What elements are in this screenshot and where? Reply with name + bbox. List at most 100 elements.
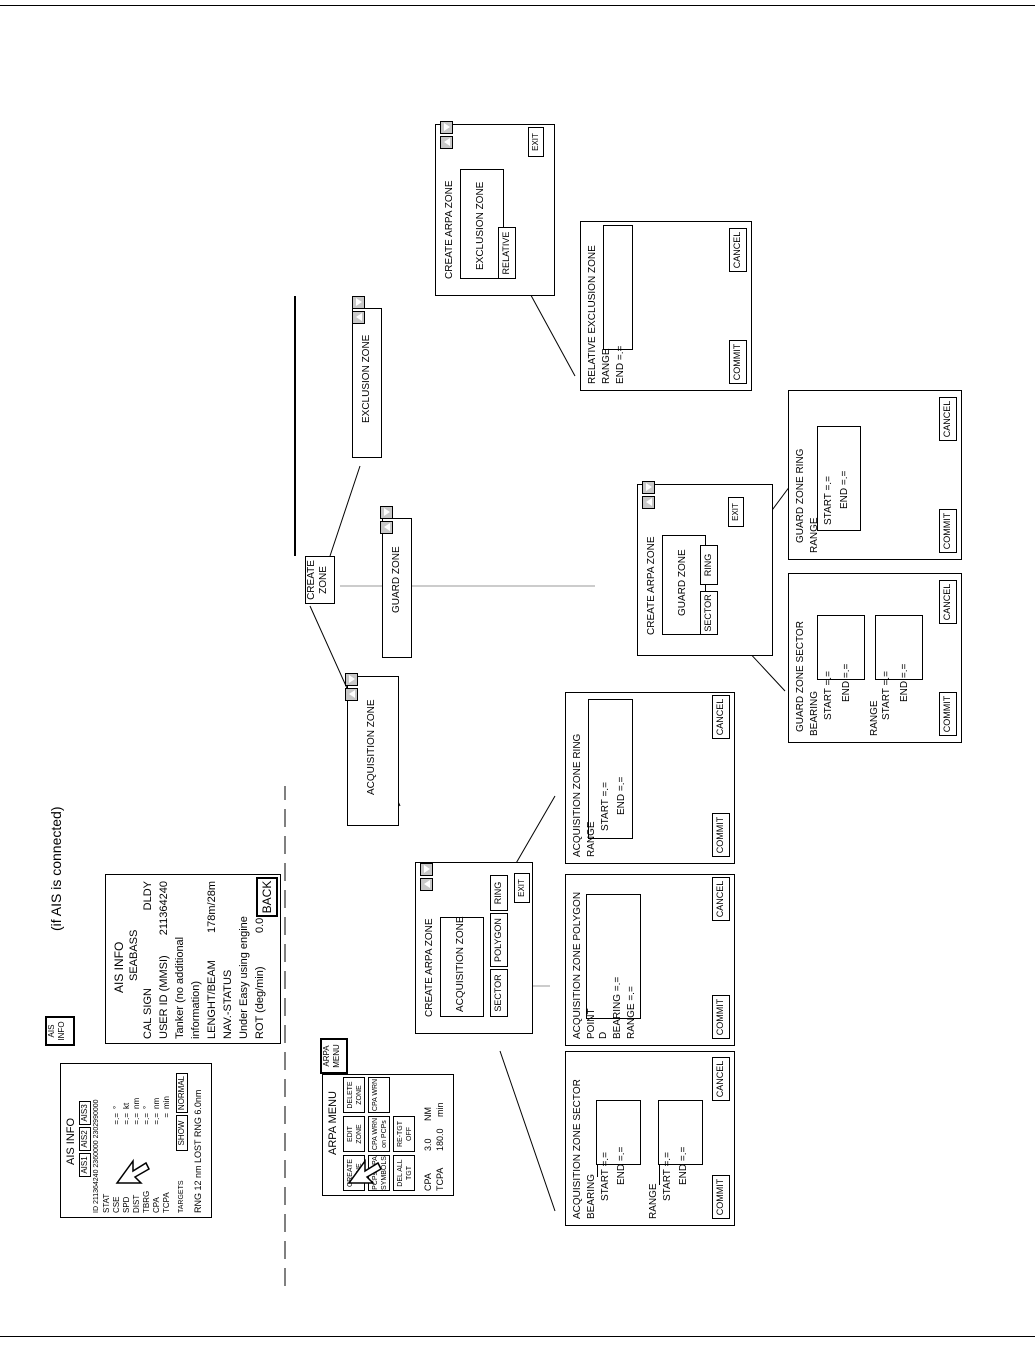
call-sign-label: CAL SIGN (142, 988, 154, 1039)
sector-button[interactable]: SECTOR (700, 591, 718, 635)
ais-row: TCPA=min (162, 1068, 172, 1213)
guard-sector-title: GUARD ZONE SECTOR (795, 621, 806, 732)
exit-button[interactable]: EXIT (514, 873, 530, 903)
create-acq-title: CREATE ARPA ZONE (424, 918, 435, 1017)
back-button[interactable]: BACK (256, 877, 278, 917)
down-arrow-icon[interactable] (420, 863, 433, 876)
ais-info-panel: AIS INFO AIS1 AIS2 AIS3 ID 211364240 236… (60, 1063, 212, 1218)
commit-button[interactable]: COMMIT (712, 1175, 730, 1219)
commit-button[interactable]: COMMIT (729, 340, 747, 384)
ais-row: DIST=.=nm (132, 1068, 142, 1213)
pointer-arrow-icon (347, 1158, 382, 1184)
guard-ring-title: GUARD ZONE RING (795, 448, 806, 543)
acq-sector-range: RANGE (648, 1183, 659, 1219)
ais-row: SPD=.=kt (122, 1068, 132, 1213)
down-arrow-icon[interactable] (380, 506, 393, 519)
up-arrow-icon[interactable] (380, 521, 393, 534)
relative-button[interactable]: RELATIVE (498, 227, 516, 279)
guard-zone-arrows (380, 506, 393, 534)
create-acq-arrows (420, 863, 433, 891)
cancel-button[interactable]: CANCEL (712, 1057, 730, 1101)
guard-ring-start: START =.= (823, 476, 834, 525)
connector-acq-sector (499, 1050, 556, 1212)
ais-row-value: =.= (152, 1113, 161, 1125)
acq-sector-end-bearing: END =.= (616, 1146, 627, 1185)
acq-polygon-range: RANGE =.= (626, 986, 637, 1039)
acq-polygon-d: D (598, 1031, 609, 1039)
cancel-button[interactable]: CANCEL (712, 695, 730, 739)
tab-ais1[interactable]: AIS1 (79, 1153, 91, 1177)
create-zone-node[interactable]: CREATE ZONE (305, 556, 335, 604)
ais-detail-title: AIS INFO (112, 941, 126, 993)
commit-button[interactable]: COMMIT (939, 509, 957, 553)
polygon-button[interactable]: POLYGON (490, 913, 508, 967)
ais-detail-panel: AIS INFO SEABASS CAL SIGN DLDY USER ID (… (105, 874, 281, 1044)
exit-button[interactable]: EXIT (728, 497, 744, 527)
up-arrow-icon[interactable] (440, 136, 453, 149)
ais-row-unit (102, 1079, 112, 1113)
ais-row-unit: nm (152, 1097, 161, 1109)
top-rule (0, 5, 1035, 6)
down-arrow-icon[interactable] (642, 481, 655, 494)
ais-row: TBRG=.=° (142, 1068, 152, 1213)
exclusion-zone-node[interactable]: EXCLUSION ZONE (352, 308, 382, 458)
acq-sector-start-bearing: START =.= (600, 1152, 611, 1201)
ring-button[interactable]: RING (490, 875, 508, 911)
arpa-menu-button[interactable]: DEL ALL TGT (393, 1155, 415, 1191)
cancel-button[interactable]: CANCEL (939, 397, 957, 441)
acq-zone-box: ACQUISITION ZONE (440, 916, 484, 1017)
down-arrow-icon[interactable] (352, 296, 365, 309)
tcpa-unit: min (435, 1102, 445, 1117)
arpa-menu-button[interactable]: DELETE ZONE (343, 1077, 365, 1113)
cancel-button[interactable]: CANCEL (729, 228, 747, 272)
nav-status-label: NAV.-STATUS (222, 969, 234, 1039)
ais-row-value: = (162, 1113, 171, 1118)
create-excl-zone-panel: CREATE ARPA ZONE EXCLUSION ZONE RELATIVE… (435, 121, 555, 296)
acq-sector-bearing: BEARING (586, 1173, 597, 1219)
guard-sector-bearing: BEARING (809, 690, 820, 736)
vessel-name: SEABASS (128, 929, 140, 981)
up-arrow-icon[interactable] (420, 878, 433, 891)
acq-zone-arrows (345, 673, 358, 701)
arpa-menu-button[interactable]: CPA WRN (368, 1077, 390, 1113)
bottom-rule (0, 1336, 1035, 1337)
acq-polygon-point: POINT (586, 1008, 597, 1039)
nav-status-value: Under Easy using engine (238, 916, 250, 1039)
show-button[interactable]: SHOW (176, 1115, 188, 1151)
excl-zone-box-label: EXCLUSION ZONE (475, 181, 486, 270)
create-guard-zone-panel: CREATE ARPA ZONE GUARD ZONE SECTOR RING … (637, 481, 773, 656)
cancel-button[interactable]: CANCEL (712, 877, 730, 921)
normal-button[interactable]: NORMAL (176, 1073, 188, 1113)
user-id-value: 211364240 (158, 881, 170, 936)
ais-row: CPA=.=nm (152, 1068, 162, 1213)
exit-button[interactable]: EXIT (528, 127, 544, 157)
cancel-button[interactable]: CANCEL (939, 580, 957, 624)
down-arrow-icon[interactable] (440, 121, 453, 134)
up-arrow-icon[interactable] (345, 688, 358, 701)
ais-row: STAT (102, 1068, 112, 1213)
sector-button[interactable]: SECTOR (490, 969, 508, 1017)
commit-button[interactable]: COMMIT (712, 995, 730, 1039)
guard-sector-start-bearing: START =.= (823, 671, 834, 720)
connector-create-excl (329, 465, 361, 557)
tab-ais2[interactable]: AIS2 (79, 1127, 91, 1151)
acq-zone-box-label: ACQUISITION ZONE (455, 916, 466, 1012)
guard-zone-node[interactable]: GUARD ZONE (382, 518, 412, 658)
guard-sector-range: RANGE (869, 700, 880, 736)
ais-info-key[interactable]: AIS INFO (45, 1016, 75, 1046)
up-arrow-icon[interactable] (352, 311, 365, 324)
acquisition-zone-label: ACQUISITION ZONE (366, 699, 377, 795)
commit-button[interactable]: COMMIT (939, 692, 957, 736)
tab-ais3[interactable]: AIS3 (79, 1101, 91, 1125)
rot-value: 0.0 (254, 917, 266, 933)
arpa-menu-button[interactable]: RE-TGT OFF (393, 1116, 415, 1152)
up-arrow-icon[interactable] (642, 496, 655, 509)
ring-button[interactable]: RING (700, 545, 718, 585)
rel-excl-title: RELATIVE EXCLUSION ZONE (587, 245, 598, 384)
rel-excl-range: RANGE (601, 348, 612, 384)
pointer-arrow-icon (115, 1158, 150, 1184)
arpa-menu-key[interactable]: ARPA MENU (320, 1038, 348, 1074)
acq-ring-end: END =.= (616, 776, 627, 815)
down-arrow-icon[interactable] (345, 673, 358, 686)
commit-button[interactable]: COMMIT (712, 813, 730, 857)
